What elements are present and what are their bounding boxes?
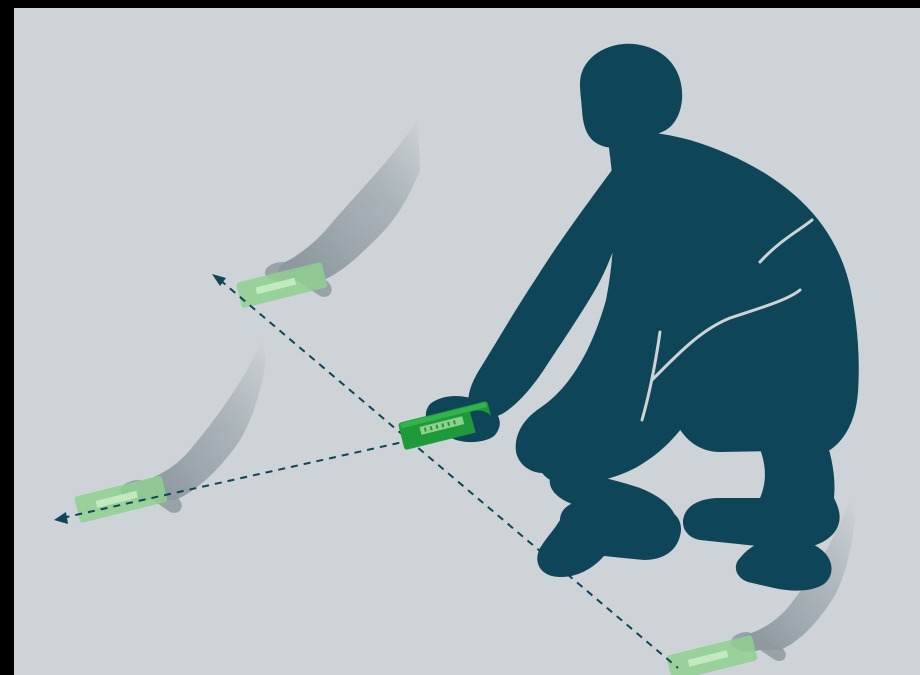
ghost-device-lower-right bbox=[666, 635, 758, 675]
ghost-device-left bbox=[74, 475, 168, 523]
arrowhead-icon bbox=[54, 512, 68, 524]
illustration-canvas bbox=[14, 8, 920, 675]
sweep-path-left bbox=[62, 440, 412, 518]
scene-svg bbox=[14, 8, 920, 675]
